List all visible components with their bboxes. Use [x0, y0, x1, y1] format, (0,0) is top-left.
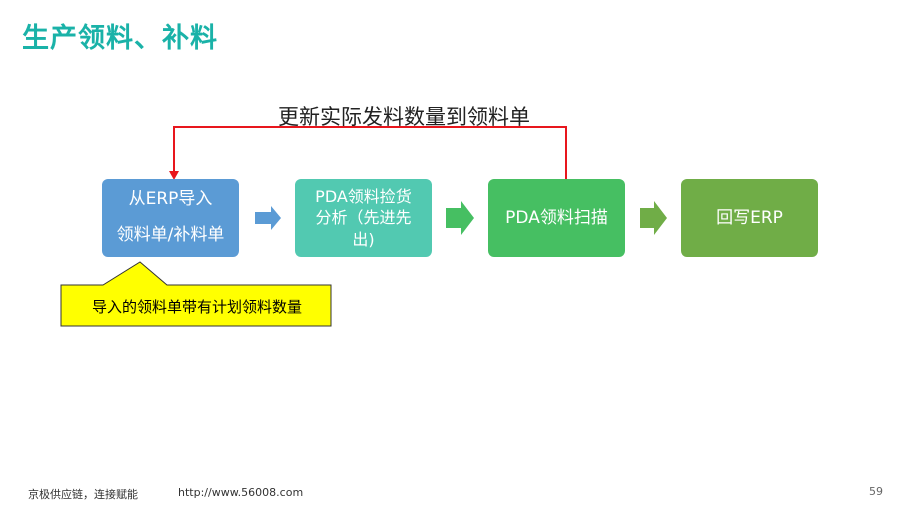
- step-pda-picking-line-1: PDA领料捡货: [315, 186, 412, 206]
- step-pda-picking-line-2: 分析（先进先: [315, 208, 412, 228]
- step-arrow-1: [255, 206, 281, 230]
- step-pda-scan: PDA领料扫描: [488, 179, 625, 257]
- step-write-back-erp-line-1: 回写ERP: [716, 207, 783, 228]
- step-import-erp: 从ERP导入 领料单/补料单: [102, 179, 239, 257]
- step-arrow-2: [446, 201, 474, 235]
- page-title: 生产领料、补料: [22, 23, 218, 54]
- feedback-label: 更新实际发料数量到领料单: [278, 105, 530, 129]
- step-import-erp-line-2: 领料单/补料单: [116, 225, 225, 245]
- step-arrow-3: [640, 201, 667, 235]
- feedback-connector: [173, 126, 567, 179]
- callout-bubble: [60, 261, 332, 327]
- footer-url: http://www.56008.com: [178, 486, 304, 499]
- feedback-arrowhead: [169, 171, 179, 180]
- page-number: 59: [869, 485, 883, 498]
- callout-text: 导入的领料单带有计划领料数量: [91, 297, 302, 316]
- step-pda-scan-line-1: PDA领料扫描: [505, 207, 608, 228]
- step-write-back-erp: 回写ERP: [681, 179, 818, 257]
- step-pda-picking: PDA领料捡货 分析（先进先 出): [295, 179, 432, 257]
- footer-slogan: 京极供应链，连接赋能: [28, 488, 138, 501]
- step-import-erp-line-1: 从ERP导入: [128, 189, 213, 210]
- step-pda-picking-line-3: 出): [352, 229, 375, 249]
